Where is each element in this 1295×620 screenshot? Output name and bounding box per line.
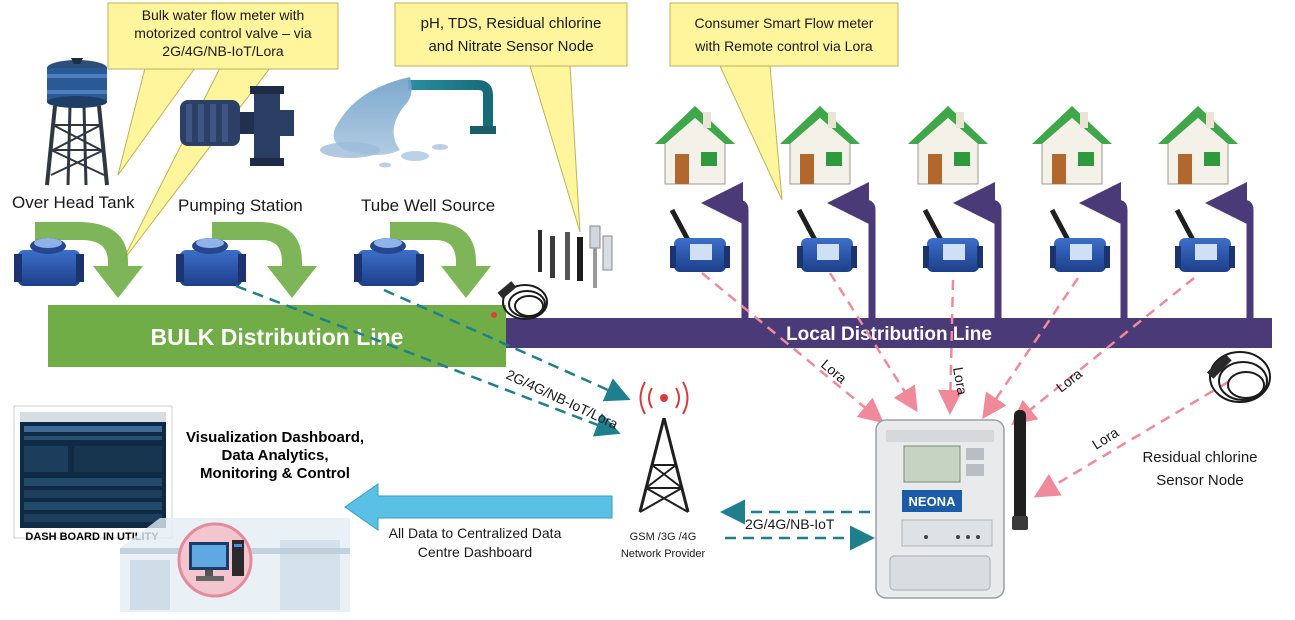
callout-sensor-line-2: and Nitrate Sensor Node	[428, 38, 593, 55]
chlorine-sensor-label-1: Residual chlorine	[1142, 449, 1257, 466]
dashboard-title-1: Visualization Dashboard,	[186, 429, 364, 446]
house-2	[780, 106, 860, 185]
consumer-meter-3	[922, 208, 983, 272]
data-centre-label-1: All Data to Centralized Data	[389, 525, 562, 541]
dashboard-caption: DASH BOARD IN UTILITY	[25, 531, 159, 543]
data-centre-label-2: Centre Dashboard	[418, 544, 532, 560]
callout-bulk-line-3: 2G/4G/NB-IoT/Lora	[162, 43, 284, 59]
flow-arrows-bulk	[35, 222, 491, 298]
pump-icon	[180, 86, 294, 166]
computer-icon	[177, 522, 253, 598]
bulk-meter-3	[354, 238, 424, 286]
callout-consumer-line-1: Consumer Smart Flow meter	[695, 15, 874, 31]
label-over-head-tank: Over Head Tank	[12, 193, 135, 212]
chlorine-sensor-label-2: Sensor Node	[1156, 472, 1244, 489]
label-pumping-station: Pumping Station	[178, 196, 303, 215]
callout-bulk-line-1: Bulk water flow meter with	[142, 7, 305, 23]
callout-sensor-node: pH, TDS, Residual chlorine and Nitrate S…	[394, 2, 628, 233]
dashboard-title-2: Data Analytics,	[222, 447, 329, 464]
gateway-device-icon: NEONA	[875, 410, 1028, 599]
consumer-meter-1	[669, 208, 730, 272]
sensor-cable-icon	[491, 281, 548, 320]
local-distribution-label: Local Distribution Line	[786, 324, 992, 345]
lora-label-4: Lora	[1089, 424, 1121, 453]
chlorine-sensor-icon	[1206, 351, 1271, 403]
dashboard-title-3: Monitoring & Control	[200, 465, 350, 482]
callout-bulk-line-2: motorized control valve – via	[134, 25, 312, 41]
consumer-meter-2	[796, 208, 857, 272]
sensor-probes-icon	[538, 225, 613, 288]
lora-links	[701, 272, 1229, 498]
gateway-network-label: 2G/4G/NB-IoT	[745, 516, 835, 532]
lora-label-2: Lora	[950, 366, 971, 397]
local-distribution-line	[506, 318, 1272, 348]
water-tower-icon	[45, 58, 109, 186]
bulk-network-label: 2G/4G/NB-IoT/Lora	[504, 366, 621, 432]
bulk-distribution-line	[48, 305, 506, 367]
tube-well-icon	[320, 77, 496, 168]
tower-label-1: GSM /3G /4G	[630, 531, 697, 543]
cell-tower-icon	[638, 381, 690, 513]
lora-label-3: Lora	[1053, 365, 1085, 395]
dashboard-panel	[13, 405, 173, 539]
consumer-meters	[669, 208, 1235, 272]
consumer-meter-4	[1049, 208, 1110, 272]
bulk-distribution-label: BULK Distribution Line	[151, 324, 404, 350]
tower-label-2: Network Provider	[621, 548, 706, 560]
house-1	[655, 106, 735, 185]
callout-consumer-line-2: with Remote control via Lora	[694, 38, 873, 54]
service-pipes	[701, 182, 1254, 318]
house-3	[908, 106, 988, 185]
callout-sensor-line-1: pH, TDS, Residual chlorine	[421, 15, 602, 32]
data-to-dashboard-arrow	[344, 483, 613, 531]
label-tube-well-source: Tube Well Source	[361, 196, 495, 215]
gateway-brand: NEONA	[909, 494, 957, 509]
bulk-meter-2	[176, 238, 246, 286]
house-5	[1158, 106, 1238, 185]
house-icons	[655, 106, 1238, 185]
house-4	[1032, 106, 1112, 185]
network-links	[235, 284, 875, 551]
bulk-meter-1	[14, 238, 84, 286]
consumer-meter-5	[1174, 208, 1235, 272]
callout-consumer-meter: Consumer Smart Flow meter with Remote co…	[669, 2, 899, 201]
